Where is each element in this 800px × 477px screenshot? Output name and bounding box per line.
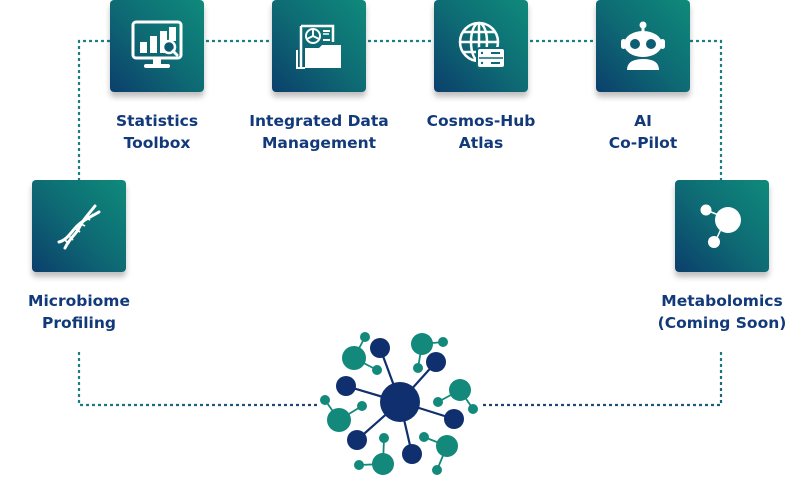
statistics-toolbox-tile[interactable]	[110, 0, 204, 92]
network-hub-icon	[320, 332, 478, 475]
ai-co-pilot-label: AI Co-Pilot	[608, 112, 678, 152]
cosmos-hub-atlas-tile[interactable]	[434, 0, 528, 92]
dna-helix-icon	[57, 204, 101, 250]
microbiome-profiling-label: Microbiome Profiling	[28, 292, 130, 332]
integrated-data-management-tile[interactable]	[272, 0, 366, 92]
connector-top-right	[690, 39, 723, 180]
connector-bottom-right	[480, 352, 723, 407]
statistics-toolbox-label: Statistics Toolbox	[115, 112, 199, 152]
molecule-icon	[700, 204, 741, 248]
metabolomics-label: Metabolomics (Coming Soon)	[657, 292, 787, 332]
cosmos-hub-atlas-label: Cosmos-Hub Atlas	[426, 112, 536, 152]
ai-co-pilot-tile[interactable]	[596, 0, 690, 92]
robot-head-icon	[621, 21, 665, 70]
monitor-bar-chart-search-icon	[131, 20, 183, 68]
folder-pie-chart-document-icon	[296, 24, 341, 69]
globe-server-icon	[458, 21, 506, 69]
metabolomics-tile[interactable]	[675, 180, 769, 272]
microbiome-profiling-tile[interactable]	[32, 180, 126, 272]
connector-bottom-left	[77, 352, 320, 407]
integrated-data-management-label: Integrated Data Management	[249, 112, 389, 152]
connector-top-left	[77, 39, 110, 180]
